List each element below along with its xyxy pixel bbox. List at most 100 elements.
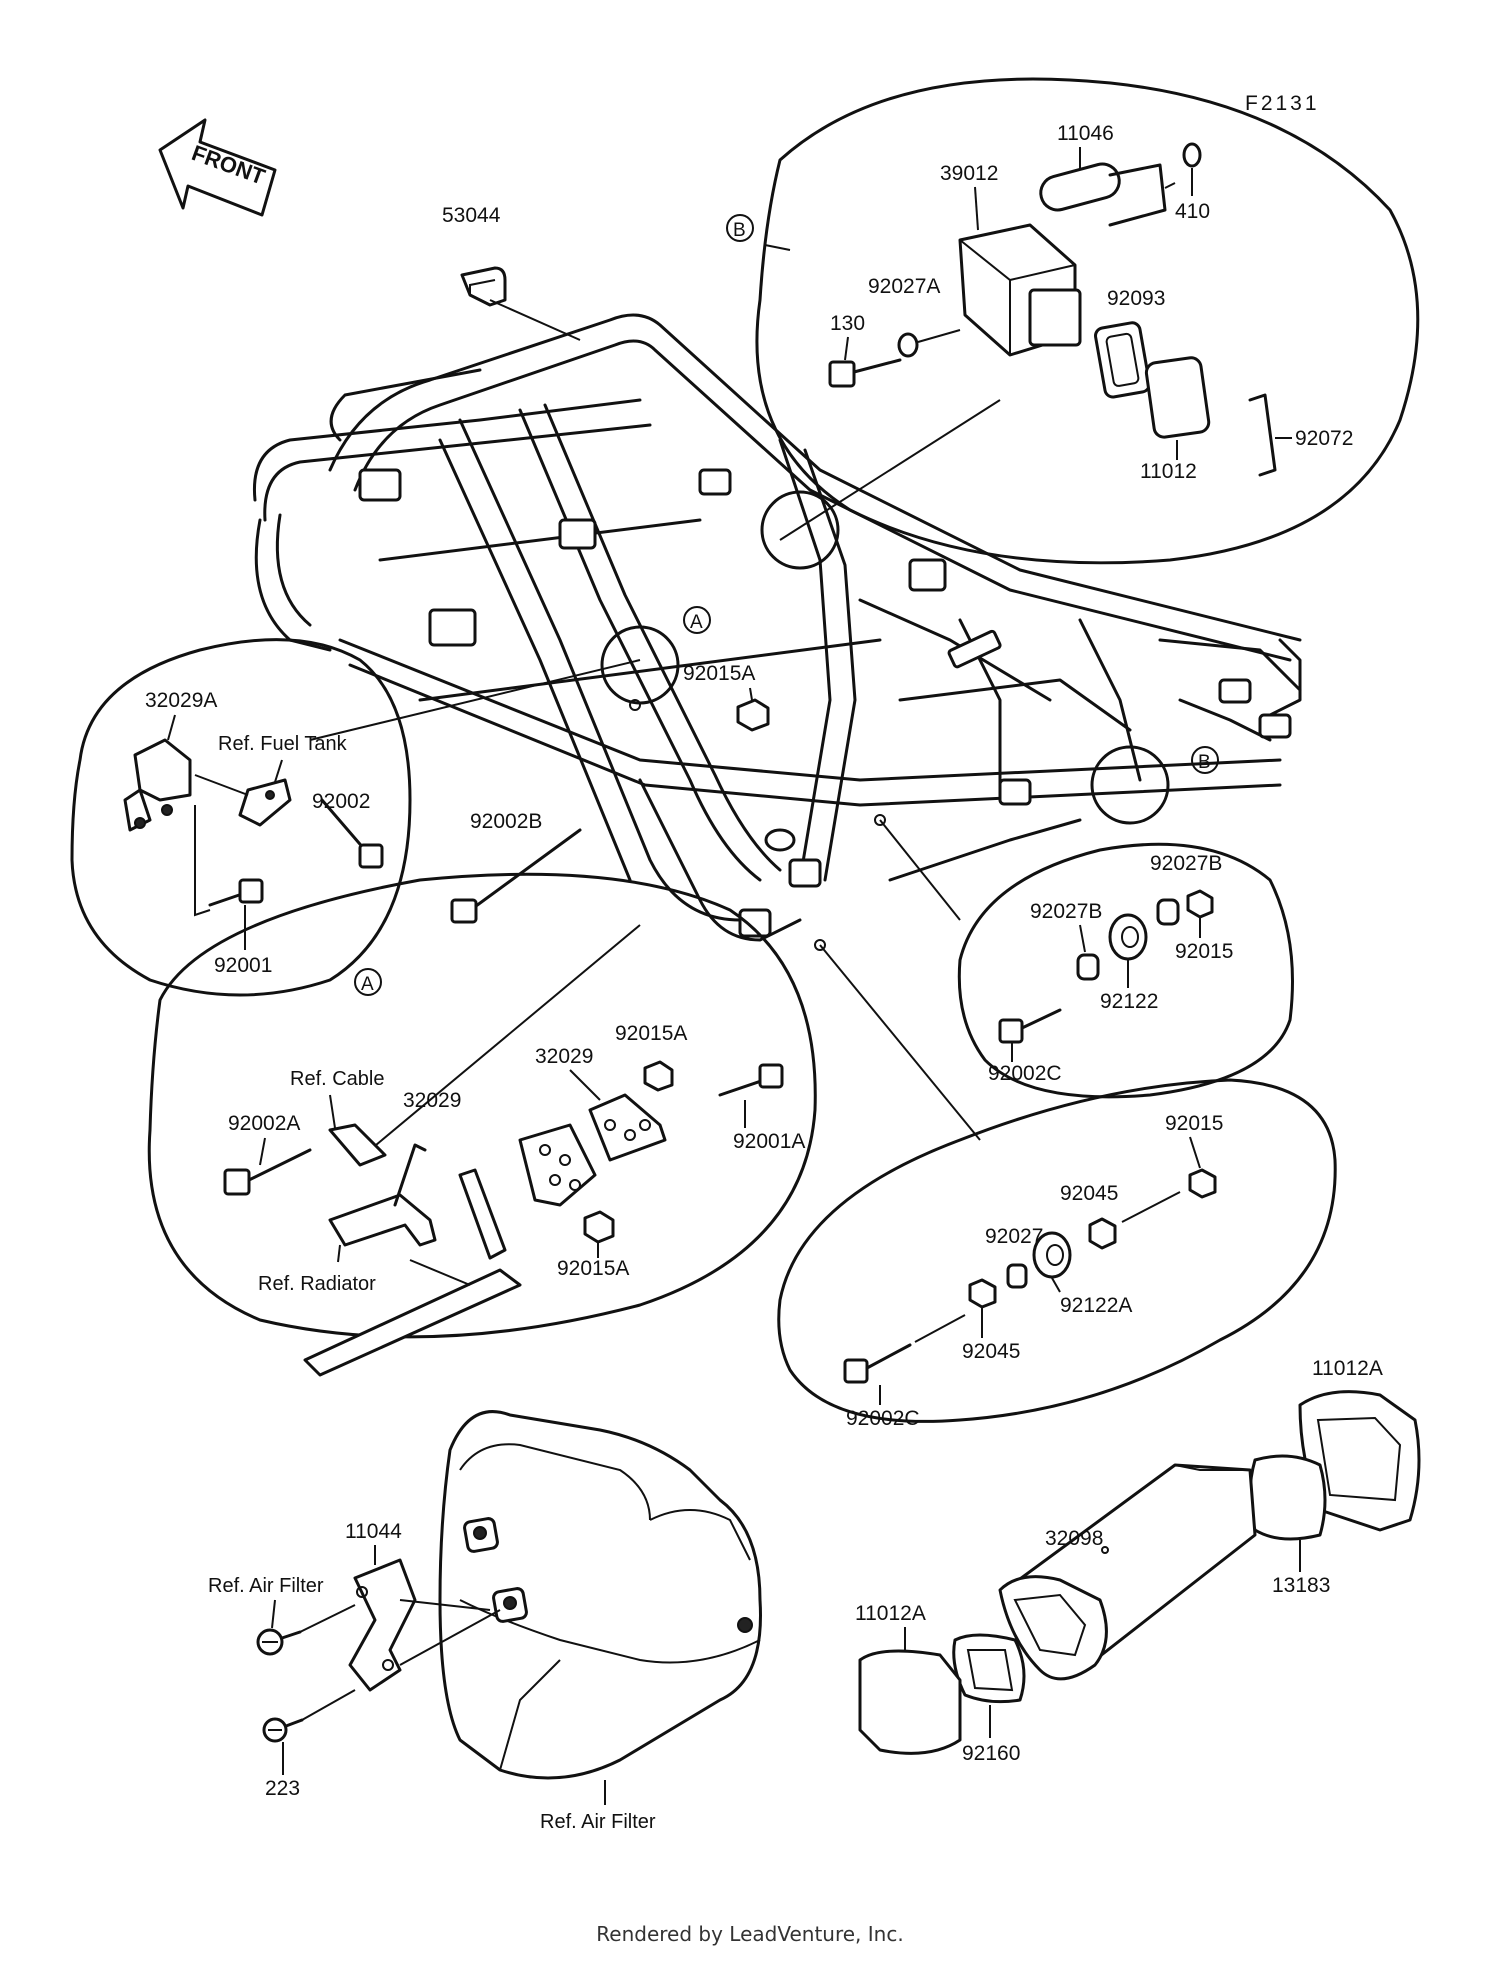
part-223-screw: 223 xyxy=(262,1689,356,1800)
part-410-washer: 410 xyxy=(1175,142,1210,223)
part-92122A-bush: 92122A xyxy=(1032,1231,1132,1317)
label-92015A-b: 92015A xyxy=(557,1257,629,1280)
label-32029A: 32029A xyxy=(145,689,217,712)
part-11012A-cover-bottom: 11012A xyxy=(855,1602,962,1755)
label-32098: 32098 xyxy=(1045,1527,1103,1550)
part-53044-cap: 53044 xyxy=(442,204,581,341)
air-filter-housing: Ref. Air Filter xyxy=(438,1410,762,1833)
part-32029-plate-b: 32029 xyxy=(535,1045,667,1162)
part-39012-box: 39012 xyxy=(940,162,1082,357)
marker-a-frame: A xyxy=(683,606,711,634)
label-92093: 92093 xyxy=(1107,287,1165,310)
frame-detail-circle-a xyxy=(600,625,680,705)
label-410: 410 xyxy=(1175,200,1210,223)
part-92015A-nut-frame: 92015A xyxy=(683,662,770,732)
label-92045-a: 92045 xyxy=(1060,1182,1118,1205)
leader-92122-detail xyxy=(879,819,961,921)
part-92027B-collar-a: 92027B xyxy=(1150,852,1222,926)
part-92045-nut-a: 92045 xyxy=(1060,1182,1181,1250)
label-92027A: 92027A xyxy=(868,275,940,298)
part-92027B-collar-b: 92027B xyxy=(1030,900,1102,981)
label-92015A-a: 92015A xyxy=(615,1022,687,1045)
label-92002A: 92002A xyxy=(228,1112,300,1135)
label-13183: 13183 xyxy=(1272,1574,1330,1597)
svg-text:B: B xyxy=(1198,752,1211,773)
frame-detail-circle-top xyxy=(760,490,840,570)
part-92072-clamp: 92072 xyxy=(1248,393,1353,477)
part-92001-bolt: 92001 xyxy=(194,805,272,977)
label-11012A-bottom: 11012A xyxy=(855,1602,926,1625)
part-92002A-bolt: 92002A xyxy=(223,1112,312,1196)
part-92015A-nut-b: 92015A xyxy=(557,1210,629,1280)
label-92160: 92160 xyxy=(962,1742,1020,1765)
detail-92122-bubble xyxy=(957,842,1294,1099)
label-92002C-a: 92002C xyxy=(988,1062,1062,1085)
part-92002C-bolt-a: 92002C xyxy=(988,1008,1062,1085)
part-92015-nut-a: 92015 xyxy=(1175,889,1233,963)
part-92002C-bolt-b: 92002C xyxy=(843,1314,966,1430)
frame-assembly xyxy=(252,313,1302,951)
part-11046-bracket: 11046 xyxy=(1039,122,1176,227)
leader-detail-b xyxy=(779,399,1001,541)
label-53044: 53044 xyxy=(442,204,501,227)
part-92015-nut-b: 92015 xyxy=(1165,1112,1223,1199)
part-92027-collar: 92027 xyxy=(985,1225,1043,1289)
ref-cable: Ref. Cable xyxy=(290,1068,385,1090)
label-92027B-b: 92027B xyxy=(1030,900,1102,923)
label-92072: 92072 xyxy=(1295,427,1353,450)
detail-a-bubble: A xyxy=(147,872,817,1339)
part-32029A-bracket: 32029A xyxy=(123,689,217,832)
detail-92122A-bubble xyxy=(777,1078,1337,1423)
label-92001: 92001 xyxy=(214,954,272,977)
label-130: 130 xyxy=(830,312,865,335)
label-32029-a: 32029 xyxy=(403,1089,461,1112)
label-92027B-a: 92027B xyxy=(1150,852,1222,875)
label-11046: 11046 xyxy=(1057,122,1114,145)
leader-92122A-detail xyxy=(819,944,981,1141)
label-92015A-frame: 92015A xyxy=(683,662,755,685)
screw-air-filter xyxy=(256,1599,356,1656)
label-223: 223 xyxy=(265,1777,300,1800)
label-39012: 39012 xyxy=(940,162,998,185)
part-32098-duct: 32098 xyxy=(998,1463,1257,1681)
frame-detail-circle-b xyxy=(1090,745,1170,825)
ref-air-filter-large: Ref. Air Filter xyxy=(540,1811,656,1833)
label-92002: 92002 xyxy=(312,790,370,813)
ref-radiator: Ref. Radiator xyxy=(258,1273,376,1295)
label-92122: 92122 xyxy=(1100,990,1158,1013)
label-32029-b: 32029 xyxy=(535,1045,593,1068)
label-92015-b: 92015 xyxy=(1165,1112,1223,1135)
detail-b-bubble: B xyxy=(726,77,1420,565)
svg-text:A: A xyxy=(690,612,703,633)
diagram-code: F2131 xyxy=(1245,92,1320,115)
part-11012A-cover-top: 11012A xyxy=(1298,1357,1421,1532)
label-11012A-top: 11012A xyxy=(1312,1357,1383,1380)
svg-text:B: B xyxy=(733,220,746,241)
fuel-tank-plate xyxy=(194,759,292,827)
part-92160-gasket: 92160 xyxy=(952,1633,1026,1765)
footer-credit: Rendered by LeadVenture, Inc. xyxy=(596,1922,904,1946)
part-11044-bracket: 11044 xyxy=(345,1520,501,1692)
ref-air-filter-small: Ref. Air Filter xyxy=(208,1575,324,1597)
part-92045-nut-b: 92045 xyxy=(962,1278,1020,1363)
front-arrow-label: FRONT xyxy=(189,140,269,190)
label-92002C-b: 92002C xyxy=(846,1407,920,1430)
part-92122-bush: 92122 xyxy=(1100,913,1158,1013)
radiator-bracket xyxy=(303,1143,522,1377)
label-92027: 92027 xyxy=(985,1225,1043,1248)
front-arrow-icon: FRONT xyxy=(158,118,277,217)
leader-fuel-tank xyxy=(309,659,641,741)
label-92122A: 92122A xyxy=(1060,1294,1132,1317)
part-92015A-nut-a: 92015A xyxy=(615,1022,687,1092)
part-32029-plate-a: 32029 xyxy=(403,1089,597,1207)
label-92015-a: 92015 xyxy=(1175,940,1233,963)
label-11044: 11044 xyxy=(345,1520,402,1543)
part-92027A-washer: 92027A xyxy=(868,275,961,358)
label-92045-b: 92045 xyxy=(962,1340,1020,1363)
cable-clip xyxy=(328,1094,387,1167)
label-11012: 11012 xyxy=(1140,460,1197,483)
marker-b-frame: B xyxy=(1191,746,1219,774)
part-130-bolt: 130 xyxy=(828,312,902,388)
part-11012-cover: 11012 xyxy=(1140,356,1211,483)
